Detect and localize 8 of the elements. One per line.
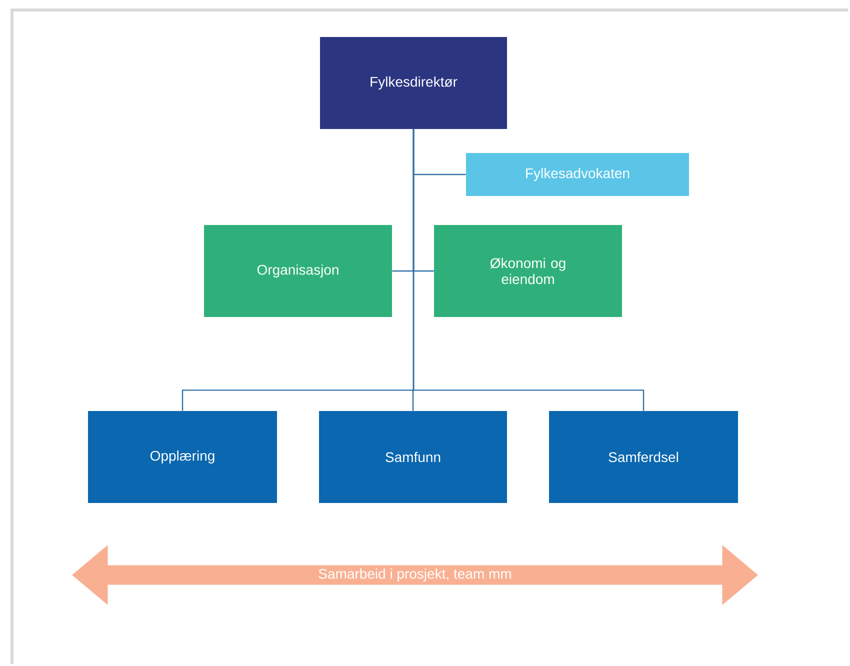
staff-box: Fylkesadvokaten (466, 153, 689, 196)
staff-box: Økonomi og eiendom (434, 225, 622, 317)
staff-box: Organisasjon (204, 225, 392, 317)
department-box: Opplæring (88, 411, 277, 503)
department-box: Samfunn (319, 411, 507, 503)
connector-line (412, 129, 644, 411)
department-box: Samferdsel (549, 411, 738, 503)
director-box: Fylkesdirektør (320, 37, 507, 129)
